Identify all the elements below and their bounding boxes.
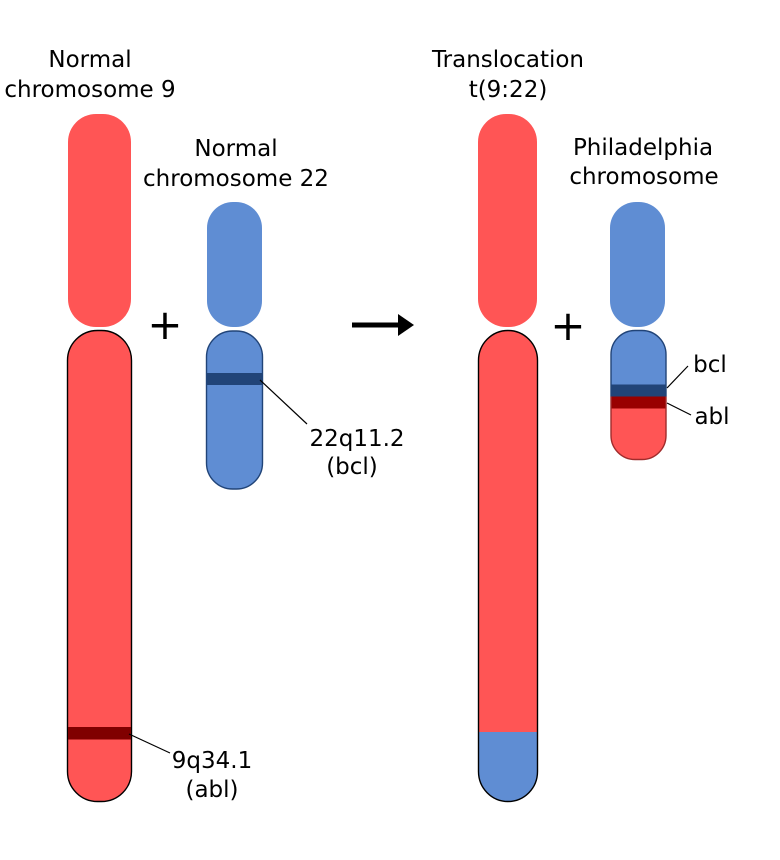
translocation-title-line2: t(9:22) (469, 77, 548, 103)
chr22-p-arm (207, 202, 262, 327)
philadelphia-q-arm-outline-top (610, 329, 667, 397)
bcl-leader-line (666, 365, 689, 389)
philadelphia-title-line2: chromosome (569, 164, 718, 190)
chr9-band-leader-line (128, 733, 171, 754)
translocation-q-arm (478, 330, 538, 802)
philadelphia-bcl-band (611, 384, 666, 397)
chromosome-22-group: Normal chromosome 22 22q11.2 (bcl) (143, 136, 405, 490)
translocation-q-arm-blue-tip (478, 732, 538, 802)
chr9-abl-band (68, 727, 131, 740)
philadelphia-abl-band (611, 396, 666, 409)
chr22-bcl-band (206, 373, 263, 385)
translocation-q-arm-outline (477, 329, 539, 803)
chr9-band-label-line2: (abl) (185, 777, 238, 803)
arrow-head (398, 314, 414, 336)
translocation-chromosome-group: Translocation t(9:22) (431, 47, 584, 803)
chr22-band-leader-line (259, 379, 308, 425)
plus-sign-right: + (550, 301, 585, 350)
chromosome-9-group: Normal chromosome 9 9q34.1 (abl) (4, 47, 252, 803)
philadelphia-q-arm (611, 330, 666, 460)
philadelphia-title-line1: Philadelphia (573, 135, 713, 161)
philadelphia-q-arm-outline-bottom (610, 396, 667, 461)
chr22-title-line1: Normal (194, 136, 277, 162)
chr9-title-line2: chromosome 9 (4, 77, 175, 103)
translocation-title-line1: Translocation (431, 47, 584, 73)
abl-label: abl (694, 404, 729, 430)
philadelphia-chromosome-group: Philadelphia chromosome bcl abl (569, 135, 730, 461)
translocation-q-arm-red-segment (478, 330, 538, 802)
chr9-title-line1: Normal (48, 47, 131, 73)
chr9-q-arm (66, 329, 133, 803)
chr22-band-label-line2: (bcl) (326, 454, 378, 480)
arrow-right-icon (352, 314, 414, 336)
chr9-band-label-line1: 9q34.1 (172, 748, 252, 774)
chr22-q-arm (205, 330, 264, 490)
chr22-band-label-line1: 22q11.2 (309, 426, 404, 452)
bcl-label: bcl (693, 352, 727, 378)
chr9-p-arm (68, 114, 131, 327)
plus-sign-left: + (147, 300, 182, 349)
abl-leader-line (666, 402, 692, 416)
chr22-title-line2: chromosome 22 (143, 166, 329, 192)
philadelphia-p-arm (610, 202, 665, 327)
translocation-p-arm (478, 114, 537, 327)
